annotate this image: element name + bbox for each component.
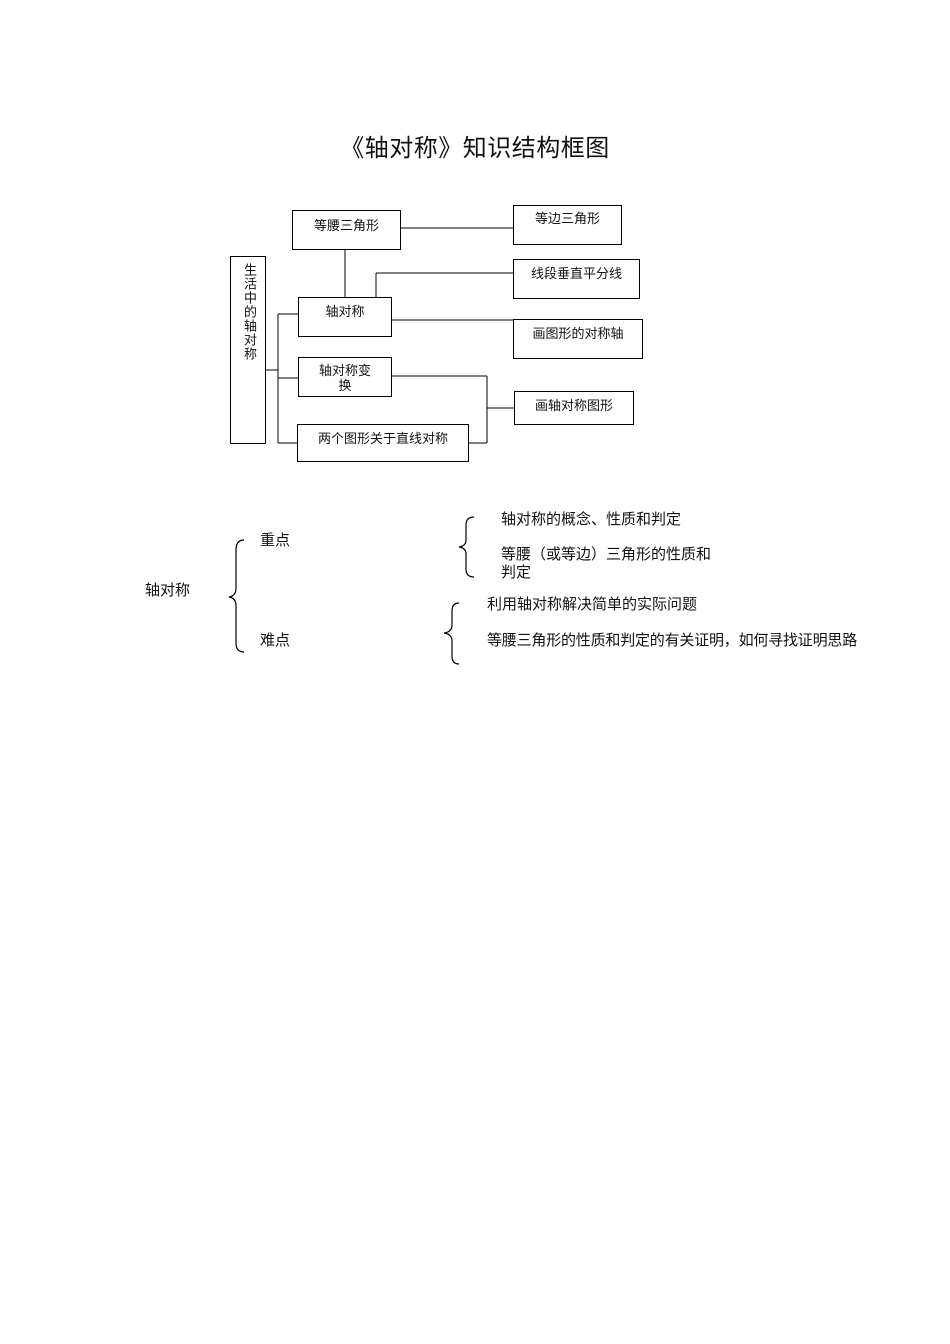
key-brace bbox=[458, 516, 475, 578]
page-title: 《轴对称》知识结构框图 bbox=[340, 134, 610, 162]
diagram-connectors bbox=[266, 227, 514, 444]
axis-transform-line1: 轴对称变 bbox=[318, 364, 371, 379]
two-figures-symmetry-box: 两个图形关于直线对称 bbox=[297, 424, 469, 462]
difficult-brace bbox=[443, 602, 460, 665]
draw-axis-figure-box: 画轴对称图形 bbox=[514, 391, 634, 425]
axis-symmetry-box: 轴对称 bbox=[298, 297, 392, 337]
key-item: 判定 bbox=[501, 563, 532, 581]
outline-root-label: 轴对称 bbox=[145, 581, 191, 599]
perpendicular-bisector-box: 线段垂直平分线 bbox=[513, 259, 640, 299]
difficult-points-label: 难点 bbox=[260, 631, 291, 649]
equilateral-triangle-box: 等边三角形 bbox=[513, 205, 622, 245]
difficult-item: 等腰三角形的性质和判定的有关证明，如何寻找证明思路 bbox=[487, 631, 858, 649]
isosceles-triangle-box: 等腰三角形 bbox=[292, 210, 401, 250]
key-points-label: 重点 bbox=[260, 531, 291, 549]
key-item: 轴对称的概念、性质和判定 bbox=[501, 510, 682, 528]
draw-symmetry-axis-box: 画图形的对称轴 bbox=[513, 319, 643, 359]
difficult-item: 利用轴对称解决简单的实际问题 bbox=[487, 595, 698, 613]
axis-transform-line2: 换 bbox=[338, 379, 352, 394]
axis-transform-box: 轴对称变 换 bbox=[298, 357, 392, 397]
outline-braces bbox=[228, 516, 475, 665]
key-item: 等腰（或等边）三角形的性质和 bbox=[501, 545, 712, 563]
main-brace bbox=[228, 539, 245, 653]
life-axis-box: 生活中的轴对称 bbox=[230, 256, 266, 444]
